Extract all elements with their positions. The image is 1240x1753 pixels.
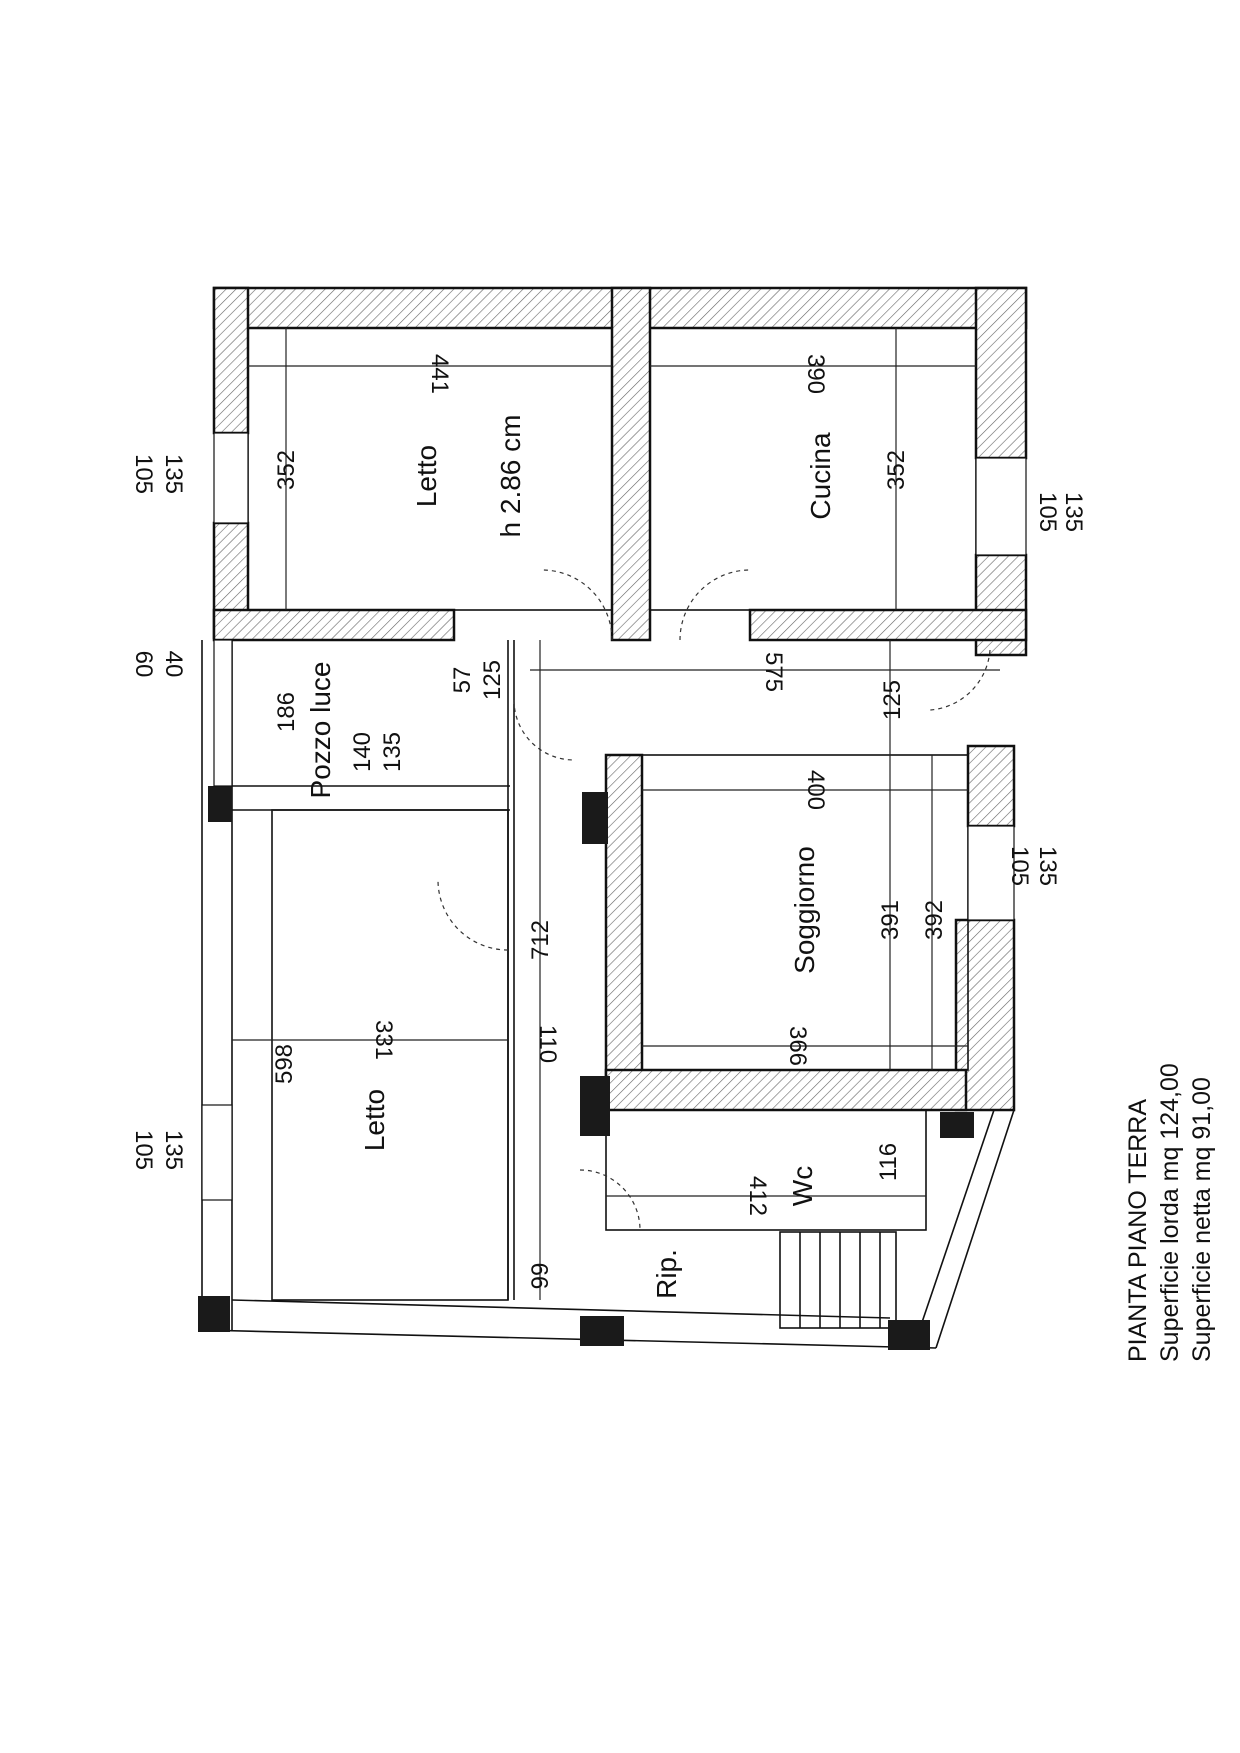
dim-soggiorno-400: 400 xyxy=(802,770,829,810)
stairs xyxy=(779,1231,897,1329)
wall-right-slant xyxy=(935,1109,1015,1349)
pillar xyxy=(940,1112,974,1138)
outline-wc xyxy=(605,1109,927,1231)
dim-letto-upper-width: 441 xyxy=(426,354,453,394)
dim-pozzo-window-a: 40 xyxy=(160,651,187,678)
wall-letto-bottom xyxy=(212,608,456,642)
dim-cucina-depth: 352 xyxy=(883,450,910,490)
pillars xyxy=(198,786,974,1350)
wall-right-upper xyxy=(974,286,1028,460)
window-left-bottom xyxy=(201,1104,233,1201)
dim-corridor-125: 125 xyxy=(879,680,906,720)
dim-wc-116: 116 xyxy=(875,1143,902,1181)
dim-corridor-575: 575 xyxy=(760,652,787,692)
dim-corridor-712: 712 xyxy=(527,920,554,960)
dim-pozzo-186: 186 xyxy=(273,692,300,732)
window-right-top xyxy=(975,457,1027,556)
window-pozzo xyxy=(213,639,233,787)
door-soggiorno-right xyxy=(929,649,991,711)
window-right-mid xyxy=(967,825,1015,921)
door-letto-lower xyxy=(437,879,509,951)
pillar xyxy=(888,1320,930,1350)
wall-soggiorno-bottom xyxy=(604,1068,968,1112)
dim-window-right-mid-a: 135 xyxy=(1034,846,1061,886)
room-rip: Rip. xyxy=(651,1249,682,1299)
plan-title: PIANTA PIANO TERRA xyxy=(1124,1099,1152,1362)
dim-window-left-top-b: 105 xyxy=(130,454,157,494)
dim-letto-lower-598: 598 xyxy=(271,1044,298,1084)
room-cucina: Cucina xyxy=(805,432,836,520)
dim-window-left-top-a: 135 xyxy=(160,454,187,494)
dim-pozzo-window-b: 60 xyxy=(130,651,157,678)
dim-pozzo-57: 57 xyxy=(449,667,476,694)
wall-soggiorno-right xyxy=(966,744,1016,828)
window-left-top xyxy=(213,432,249,524)
ceiling-height: h 2.86 cm xyxy=(495,415,526,538)
pillar xyxy=(580,1076,610,1136)
pillar xyxy=(580,1316,624,1346)
pillar xyxy=(208,786,232,822)
dim-pozzo-125: 125 xyxy=(479,660,506,700)
dim-window-right-top-b: 105 xyxy=(1034,492,1061,532)
door-pozzo xyxy=(513,699,575,761)
wall-letto-cucina xyxy=(610,286,652,642)
room-letto-lower: Letto xyxy=(359,1089,390,1151)
walls xyxy=(212,286,1028,1112)
dim-window-left-bottom-b: 105 xyxy=(130,1130,157,1170)
net-area: Superficie netta mq 91,00 xyxy=(1188,1077,1216,1362)
dim-soggiorno-391: 391 xyxy=(877,900,904,940)
dim-letto-upper-depth: 352 xyxy=(273,450,300,490)
dimension-lines xyxy=(232,328,1000,1300)
dim-letto-lower-331: 331 xyxy=(370,1020,397,1060)
doors xyxy=(437,569,991,1231)
room-pozzo-luce: Pozzo luce xyxy=(305,662,336,799)
dim-soggiorno-366: 366 xyxy=(784,1026,811,1066)
dim-rip-99: 99 xyxy=(527,1263,554,1290)
room-wc: Wc xyxy=(787,1166,818,1206)
wall-bottom-inner xyxy=(231,1299,891,1319)
dim-pozzo-135: 135 xyxy=(379,732,406,772)
door-letto-upper xyxy=(541,569,613,641)
wall-cucina-bottom-right xyxy=(748,608,1028,642)
room-soggiorno: Soggiorno xyxy=(789,846,820,974)
door-cucina xyxy=(679,569,751,641)
dim-soggiorno-392: 392 xyxy=(921,900,948,940)
wall-soggiorno-left xyxy=(604,753,644,1107)
dim-corridor-110: 110 xyxy=(534,1025,561,1063)
gross-area: Superficie lorda mq 124,00 xyxy=(1156,1063,1184,1362)
wall-left-upper xyxy=(212,286,250,435)
room-letto-upper: Letto xyxy=(411,445,442,507)
dim-window-left-bottom-a: 135 xyxy=(160,1130,187,1170)
wall-right-slant-2 xyxy=(915,1109,995,1341)
pillar xyxy=(198,1296,230,1332)
dim-pozzo-140: 140 xyxy=(349,732,376,772)
pillar xyxy=(582,792,608,844)
dim-wc-412: 412 xyxy=(744,1176,771,1216)
door-wc xyxy=(579,1169,641,1231)
dim-window-right-mid-b: 105 xyxy=(1006,846,1033,886)
wall-bottom-outer xyxy=(201,1329,937,1349)
windows xyxy=(201,432,1027,1201)
dim-window-right-top-a: 135 xyxy=(1060,492,1087,532)
dim-cucina-width: 390 xyxy=(802,354,829,394)
